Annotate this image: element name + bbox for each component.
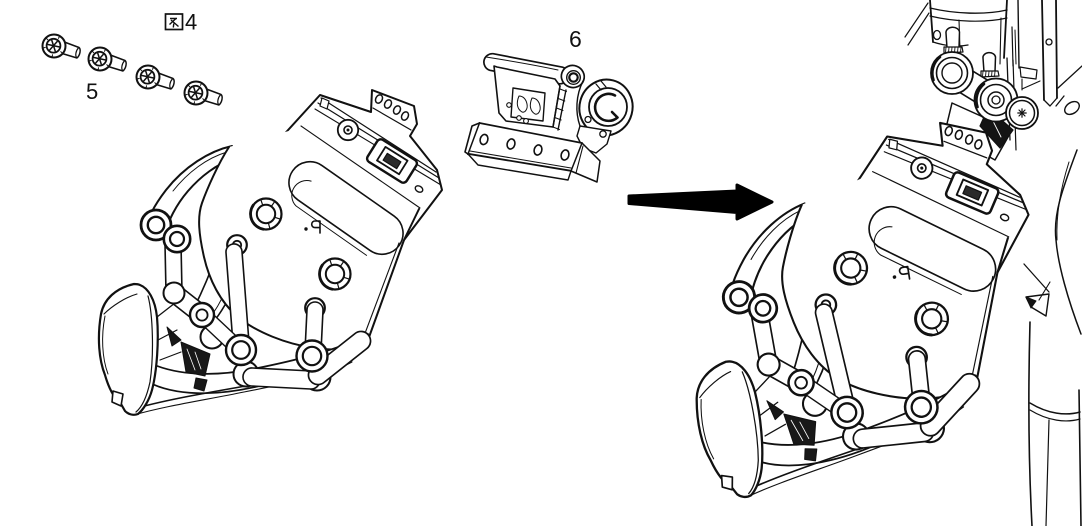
svg-text:4: 4	[185, 10, 197, 35]
svg-text:5: 5	[86, 79, 98, 104]
svg-text:6: 6	[569, 26, 582, 52]
